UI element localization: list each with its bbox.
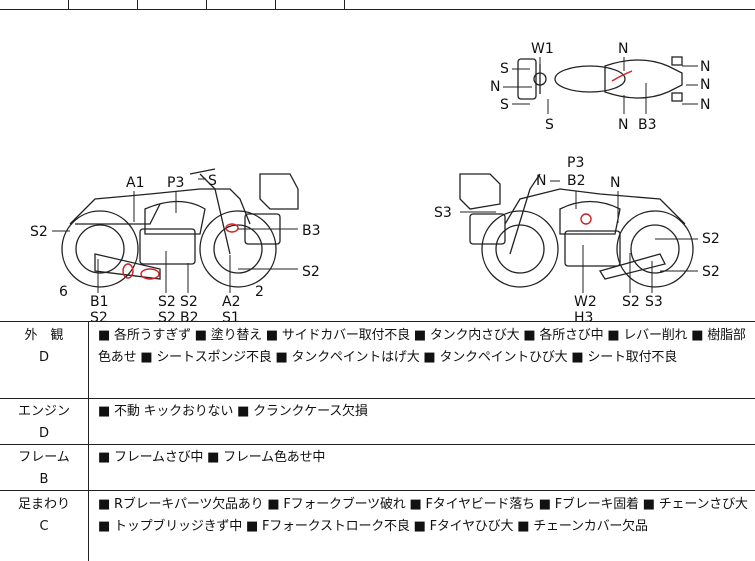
label-s2: S2 bbox=[30, 224, 48, 240]
right-view-bike bbox=[459, 173, 694, 288]
top-cell bbox=[276, 0, 345, 9]
row-notes: ■ 不動 キックおりない ■ クランクケース欠損 bbox=[98, 404, 368, 419]
label-b3: B3 bbox=[638, 117, 657, 133]
label-n: N bbox=[700, 97, 710, 113]
inspection-rows: 外 観 D ■ 各所うすぎず ■ 塗り替え ■ サイドカバー取付不良 ■ タンク… bbox=[0, 321, 755, 561]
damage-marks bbox=[122, 70, 633, 280]
row-label: フレーム B bbox=[0, 447, 88, 491]
row-exterior: 外 観 D ■ 各所うすぎず ■ 塗り替え ■ サイドカバー取付不良 ■ タンク… bbox=[0, 325, 755, 398]
category-label: フレーム bbox=[18, 450, 70, 465]
grade-label: D bbox=[38, 426, 49, 441]
category-label: 外 観 bbox=[24, 328, 64, 343]
left-view-bike bbox=[61, 168, 299, 288]
divider bbox=[0, 321, 755, 322]
divider bbox=[0, 398, 755, 399]
label-s2: S2 bbox=[90, 310, 108, 321]
top-table-row-fragment bbox=[0, 0, 755, 9]
top-cell bbox=[69, 0, 138, 9]
row-label: 足まわり C bbox=[0, 494, 88, 538]
column-divider bbox=[88, 321, 89, 561]
top-cell bbox=[207, 0, 276, 9]
label-h3: H3 bbox=[574, 310, 593, 321]
top-cell bbox=[0, 0, 69, 9]
label-s3: S3 bbox=[434, 205, 452, 221]
label-s2: S2 bbox=[702, 231, 720, 247]
label-p3: P3 bbox=[167, 175, 184, 191]
label-2: 2 bbox=[255, 284, 264, 300]
label-s: S bbox=[500, 61, 509, 77]
label-s2: S2 bbox=[158, 310, 176, 321]
label-w2: W2 bbox=[574, 294, 597, 310]
label-s2: S2 bbox=[622, 294, 640, 310]
category-label: エンジン bbox=[17, 404, 70, 419]
label-s: S bbox=[545, 117, 554, 133]
label-p3: P3 bbox=[567, 155, 584, 171]
label-s2: S2 bbox=[702, 264, 720, 280]
label-6: 6 bbox=[59, 284, 68, 300]
row-engine: エンジン D ■ 不動 キックおりない ■ クランクケース欠損 bbox=[0, 401, 755, 447]
top-cell bbox=[138, 0, 207, 9]
grade-label: D bbox=[38, 350, 49, 365]
label-n: N bbox=[610, 175, 620, 191]
diagram-svg: W1 N S N S N N N S N B3 A1 P3 S S2 B3 S2… bbox=[30, 41, 720, 326]
label-a1: A1 bbox=[126, 175, 144, 191]
label-n: N bbox=[618, 117, 628, 133]
top-view-bike bbox=[517, 56, 683, 102]
label-b1: B1 bbox=[90, 294, 109, 310]
row-notes: ■ フレームさび中 ■ フレーム色あせ中 bbox=[98, 450, 326, 465]
divider bbox=[0, 444, 755, 445]
row-label: エンジン D bbox=[0, 401, 88, 445]
label-s2: S2 bbox=[302, 264, 320, 280]
label-s2: S2 bbox=[158, 294, 176, 310]
label-n: N bbox=[536, 173, 546, 189]
row-label: 外 観 D bbox=[0, 325, 88, 369]
category-label: 足まわり bbox=[17, 497, 70, 512]
label-s: S bbox=[208, 173, 217, 189]
divider bbox=[0, 9, 755, 10]
divider bbox=[0, 490, 755, 491]
label-n: N bbox=[618, 41, 628, 57]
row-notes: ■ 各所うすぎず ■ 塗り替え ■ サイドカバー取付不良 ■ タンク内さび大 ■… bbox=[98, 328, 746, 365]
grade-label: C bbox=[39, 519, 49, 534]
label-b2: B2 bbox=[180, 310, 199, 321]
label-s: S bbox=[500, 97, 509, 113]
row-frame: フレーム B ■ フレームさび中 ■ フレーム色あせ中 bbox=[0, 447, 755, 491]
label-n: N bbox=[490, 79, 500, 95]
label-n: N bbox=[700, 77, 710, 93]
row-notes: ■ Rブレーキパーツ欠品あり ■ Fフォークブーツ破れ ■ Fタイヤビード落ち … bbox=[98, 497, 748, 534]
label-n: N bbox=[700, 59, 710, 75]
label-s2: S2 bbox=[180, 294, 198, 310]
label-s3: S3 bbox=[645, 294, 663, 310]
label-s1: S1 bbox=[222, 310, 240, 321]
grade-label: B bbox=[39, 472, 49, 487]
label-a2: A2 bbox=[222, 294, 240, 310]
label-w1: W1 bbox=[531, 41, 554, 57]
row-suspension: 足まわり C ■ Rブレーキパーツ欠品あり ■ Fフォークブーツ破れ ■ Fタイ… bbox=[0, 494, 755, 560]
label-b3: B3 bbox=[302, 223, 321, 239]
label-b2: B2 bbox=[567, 173, 586, 189]
motorcycle-damage-diagram: W1 N S N S N N N S N B3 A1 P3 S S2 B3 S2… bbox=[0, 9, 755, 326]
